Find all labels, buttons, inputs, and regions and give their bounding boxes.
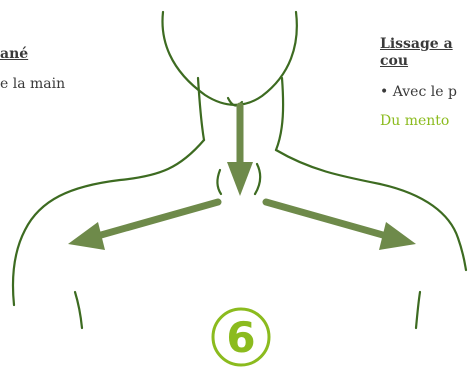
neck-left-line — [196, 76, 206, 142]
step-number: 6 — [226, 313, 255, 362]
left-text-panel: ané e la main — [0, 46, 110, 93]
left-body-text: e la main — [0, 76, 66, 92]
right-green-text: Du mento — [380, 113, 450, 129]
left-shoulder-outline — [11, 138, 206, 307]
right-heading-line2: cou — [380, 53, 409, 69]
left-heading: ané — [0, 46, 29, 62]
arrow-left-shaft — [90, 198, 222, 241]
right-shoulder-outline — [274, 148, 468, 272]
arrow-right-shaft — [262, 198, 394, 241]
arrow-left-head — [68, 222, 105, 250]
right-bullet-text: • Avec le p — [380, 84, 457, 100]
right-heading-line1: Lissage a — [380, 36, 453, 52]
arrow-down-head — [227, 162, 253, 196]
right-armpit-line — [414, 290, 422, 330]
arrow-right-head — [379, 222, 416, 250]
right-text-panel: Lissage a cou • Avec le p Du mento — [380, 36, 469, 130]
collarbone-left-mark — [216, 168, 223, 196]
head-outline — [161, 10, 298, 106]
step-number-badge — [211, 307, 271, 367]
left-armpit-line — [73, 290, 84, 330]
collarbone-right-mark — [253, 162, 262, 196]
neck-right-line — [274, 76, 285, 152]
